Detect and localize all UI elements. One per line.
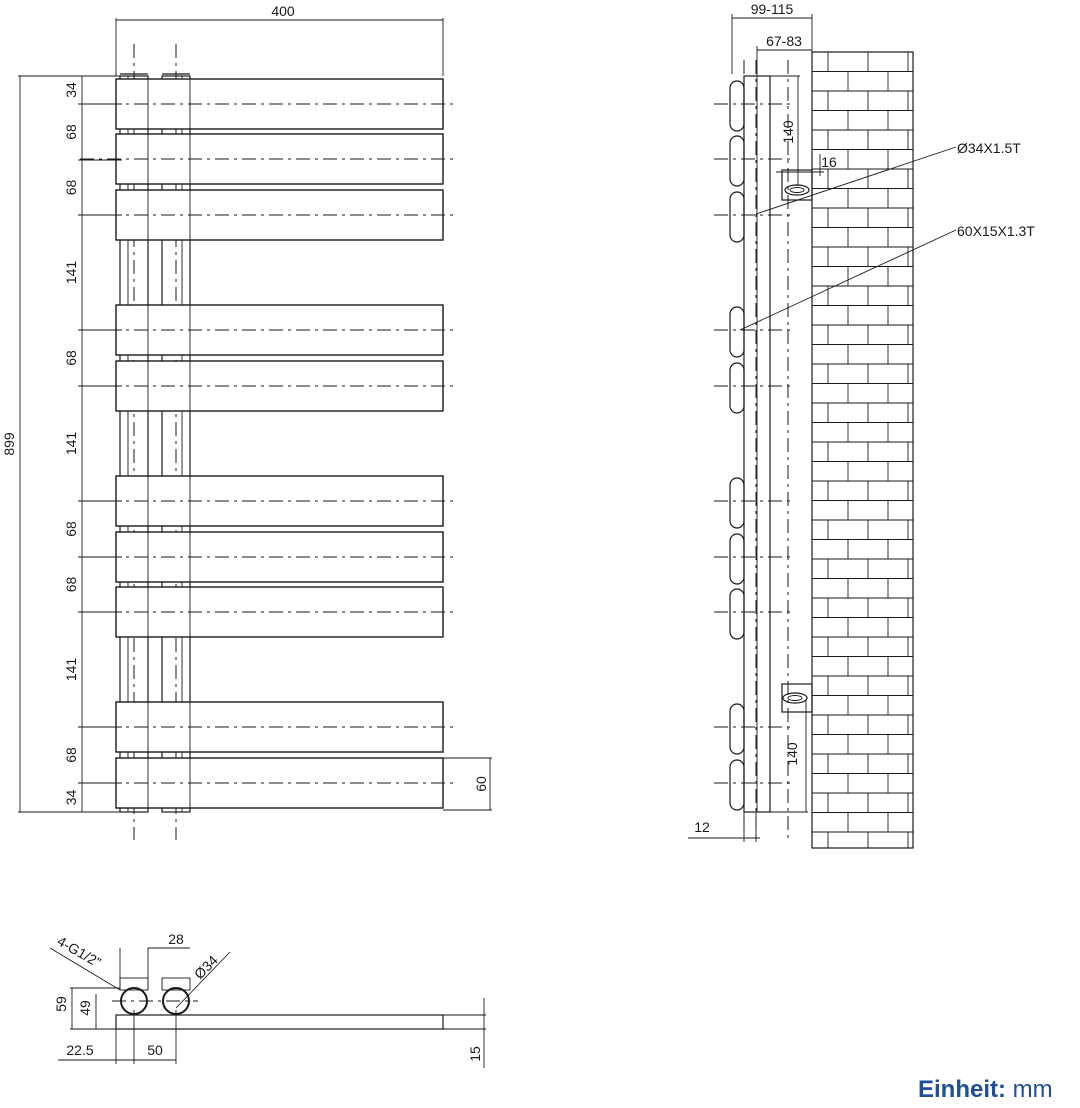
depth-inner-label: 67-83 (766, 33, 802, 49)
pitch-label: 50 (147, 1042, 163, 1058)
spacing-label: 68 (63, 747, 79, 763)
bar-profile (729, 362, 745, 414)
bar-profile (729, 306, 745, 358)
bottom-label: 12 (694, 819, 710, 835)
bottom-view: 15 4-G1/2” 28 Ø34 (49, 931, 486, 1068)
side-view: 99-115 67-83 140 16 140 12 (688, 1, 1035, 849)
spacing-label: 141 (63, 658, 79, 682)
pipe-diameter-label: Ø34 (191, 952, 221, 982)
pipe-spacing-label: 28 (168, 931, 184, 947)
bar-profile (729, 191, 745, 243)
bottom-offset-dimension: 140 (770, 700, 808, 813)
spacing-label: 141 (63, 261, 79, 285)
offset-dimensions: 22.5 50 (58, 1010, 177, 1064)
pipe-diameter-callout: Ø34 (175, 951, 231, 1009)
depth-total-label: 99-115 (751, 1, 794, 17)
width-label: 400 (271, 3, 295, 19)
top-offset-label: 140 (780, 120, 796, 144)
bar-profile (729, 533, 745, 585)
bar-thickness-label: 15 (467, 1046, 483, 1062)
height-dimensions: 59 49 (53, 987, 120, 1030)
bar-profile (729, 80, 745, 132)
height-59-label: 59 (53, 996, 69, 1012)
bar-profile (729, 477, 745, 529)
bar-profile (729, 759, 745, 811)
bar-spec-label: 60X15X1.3T (957, 223, 1035, 239)
horizontal-bars (80, 78, 458, 809)
pipe-spacing-dimension: 28 (119, 931, 190, 990)
height-49-label: 49 (77, 1000, 93, 1016)
vertical-tubes (119, 44, 191, 840)
height-label: 899 (1, 432, 17, 456)
wall-bracket-top (781, 169, 813, 201)
thread-label: 4-G1/2” (55, 933, 104, 971)
spacing-label: 68 (63, 577, 79, 593)
bracket-label: 16 (821, 154, 837, 170)
spacing-dimension-chain: 34 68 68 141 68 141 68 68 141 68 34 (63, 75, 122, 813)
thread-callout: 4-G1/2” (49, 933, 121, 991)
offset-label: 22.5 (66, 1042, 93, 1058)
top-offset-dimension: 140 (770, 75, 800, 186)
height-dimension: 899 (1, 75, 118, 813)
wall-bracket-bottom (781, 683, 813, 713)
spacing-label: 141 (63, 432, 79, 456)
bar-section-profiles (714, 80, 794, 811)
inlet-pipes (112, 977, 198, 1015)
bar-profile (729, 135, 745, 187)
brick-wall (811, 51, 914, 849)
front-view: 400 899 34 68 68 141 68 141 68 68 141 68 34 60 (1, 3, 492, 840)
bar-height-dimension: 60 (443, 757, 492, 811)
pipe-spec-callout: Ø34X1.5T (755, 140, 1021, 215)
bar-profile (729, 703, 745, 755)
bar-spec-callout: 60X15X1.3T (739, 223, 1035, 331)
spacing-label: 68 (63, 521, 79, 537)
bracket-dimension: 16 (776, 154, 837, 176)
unit-value: mm (1012, 1076, 1053, 1103)
bar-profile (729, 588, 745, 640)
spacing-label: 34 (63, 790, 79, 806)
bottom-dimension: 12 (688, 812, 760, 842)
unit-key: Einheit: (918, 1076, 1006, 1103)
pipe-spec-label: Ø34X1.5T (957, 140, 1021, 156)
spacing-label: 68 (63, 350, 79, 366)
unit-note: Einheit: mm (918, 1076, 1053, 1104)
bottom-offset-label: 140 (784, 742, 800, 766)
depth-dimensions: 99-115 67-83 (731, 1, 813, 76)
spacing-label: 68 (63, 180, 79, 196)
spacing-label: 34 (63, 82, 79, 98)
bar-height-label: 60 (473, 776, 489, 792)
width-dimension: 400 (115, 3, 444, 76)
spacing-label: 68 (63, 124, 79, 140)
